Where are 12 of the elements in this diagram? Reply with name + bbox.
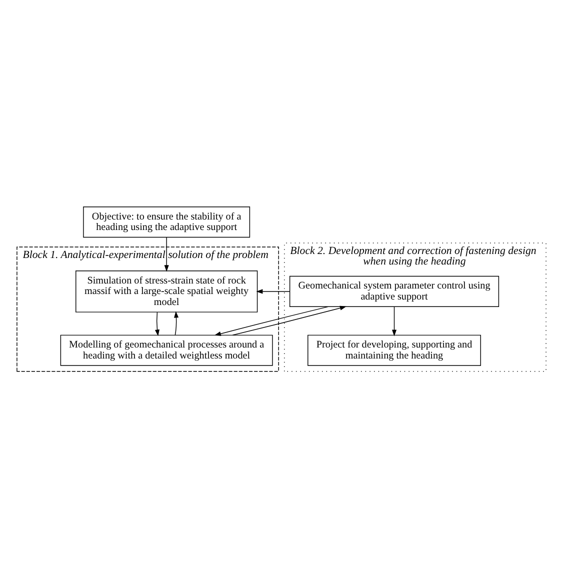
node-box: Modelling of geomechanical processes around a heading with a detailed weightless model: [60, 334, 273, 366]
arrow: [214, 306, 329, 336]
node-box: Objective: to ensure the stability of a heading using the adaptive support: [83, 206, 250, 238]
arrow: [174, 310, 179, 335]
arrow: [392, 306, 397, 336]
arrow: [164, 236, 169, 272]
arrow: [154, 311, 160, 336]
node-box: Geomechanical system parameter control using adaptive support: [289, 275, 500, 306]
node-box: Project for developing, supporting and maintaining the heading: [308, 334, 481, 366]
arrow: [232, 305, 346, 336]
arrow: [256, 288, 290, 294]
node-box: Simulation of stress-strain state of rock massif with a large-scale spatial weighty model: [76, 270, 258, 312]
